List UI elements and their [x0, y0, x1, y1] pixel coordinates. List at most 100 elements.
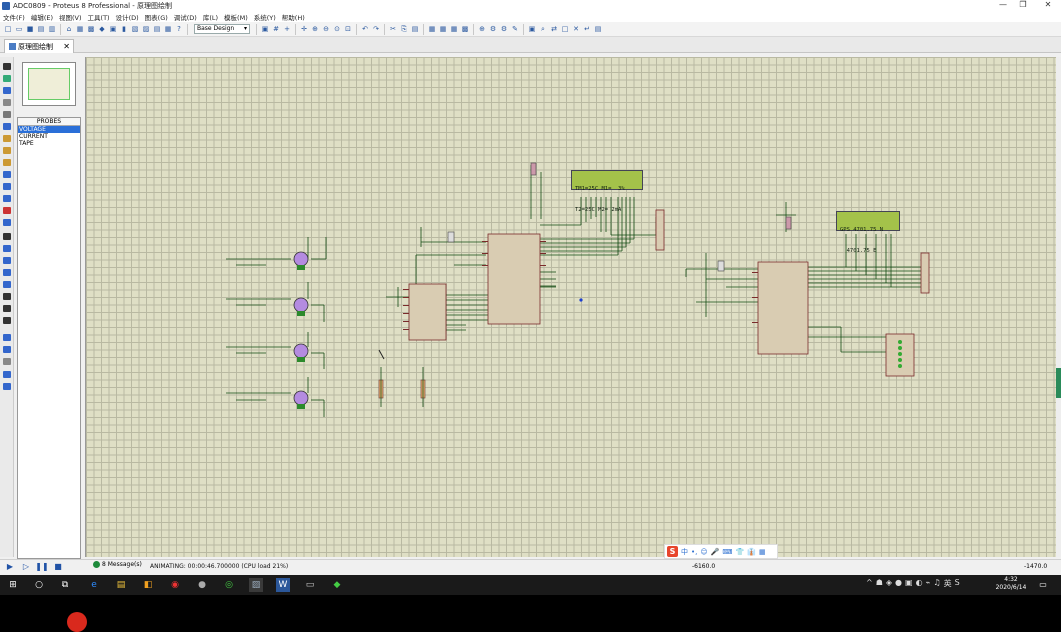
subcircuit-icon[interactable]	[3, 135, 11, 142]
mirror-x-icon[interactable]	[3, 371, 11, 378]
app-icon-3[interactable]: ◧	[143, 580, 153, 590]
pause-button[interactable]: ❚❚	[35, 562, 49, 571]
zoom-area-icon[interactable]: ⊡	[345, 25, 351, 33]
vertical-scrollbar[interactable]	[1056, 57, 1061, 557]
virtual-instruments-icon[interactable]	[3, 219, 11, 226]
circle-2d-icon[interactable]	[3, 257, 11, 264]
arc-2d-icon[interactable]	[3, 269, 11, 276]
copy-icon[interactable]: ⎘	[401, 24, 407, 33]
schematic-icon[interactable]: ▦	[76, 25, 84, 33]
export-icon[interactable]: ▥	[48, 25, 56, 33]
zoom-out-icon[interactable]: ⊖	[323, 25, 329, 33]
menu-system[interactable]: 系统(Y)	[253, 13, 276, 22]
play-button[interactable]: ▶	[6, 562, 14, 571]
block-copy-icon[interactable]: ▦	[428, 25, 436, 33]
cut-icon[interactable]: ✂	[390, 25, 396, 33]
make-device-icon[interactable]: ⚙	[489, 25, 497, 33]
undo-icon[interactable]: ↶	[362, 25, 368, 33]
maximize-button[interactable]: ❐	[1019, 0, 1027, 9]
edge-icon[interactable]: e	[91, 580, 97, 590]
ime-skin-icon[interactable]: 👕	[735, 547, 745, 556]
ime-tools-icon[interactable]: 👔	[747, 547, 756, 556]
file-explorer-icon[interactable]: ▤	[116, 580, 126, 590]
block-move-icon[interactable]: ▦	[439, 25, 447, 33]
device-pins-icon[interactable]	[3, 159, 11, 166]
ime-emoji-icon[interactable]: ☺	[700, 547, 708, 556]
angle-input-icon[interactable]	[3, 358, 11, 365]
mirror-y-icon[interactable]	[3, 383, 11, 390]
notification-icon[interactable]: ▭	[1039, 580, 1047, 589]
menu-help[interactable]: 帮助(H)	[281, 13, 305, 22]
menu-library[interactable]: 库(L)	[202, 13, 219, 22]
stop-button[interactable]: ■	[54, 562, 62, 571]
input-language-icon[interactable]: 英	[943, 579, 952, 588]
step-button[interactable]: ▷	[22, 562, 30, 571]
app-icon-10[interactable]: ◆	[333, 580, 341, 590]
tray-app-icon-5[interactable]: ◐	[915, 578, 923, 587]
path-2d-icon[interactable]	[3, 281, 11, 288]
start-icon[interactable]: ⊞	[9, 580, 17, 590]
voltage-probe-icon[interactable]	[3, 207, 11, 214]
home-icon[interactable]: ⌂	[66, 25, 72, 33]
task-view-icon[interactable]: ⧉	[61, 580, 69, 590]
pcb-icon[interactable]: ▩	[87, 25, 95, 33]
probe-item-tape[interactable]: TAPE	[19, 140, 34, 147]
sogou-ime-icon[interactable]: S	[667, 546, 678, 557]
tape-recorder-icon[interactable]	[3, 183, 11, 190]
menu-design[interactable]: 设计(D)	[115, 13, 139, 22]
block-rotate-icon[interactable]: ▦	[450, 25, 458, 33]
generator-icon[interactable]	[3, 195, 11, 202]
app-icon-9[interactable]: ▭	[305, 580, 315, 590]
ime-lang-toggle[interactable]: 中	[681, 547, 688, 556]
redo-icon[interactable]: ↷	[373, 25, 379, 33]
menu-tools[interactable]: 工具(T)	[87, 13, 110, 22]
search-icon[interactable]: ○	[35, 580, 43, 590]
rotate-clockwise-icon[interactable]	[3, 334, 11, 341]
library-icon[interactable]: ▮	[122, 25, 126, 33]
zoom-in-icon[interactable]: ⊕	[312, 25, 318, 33]
ime-voice-icon[interactable]: 🎤	[710, 547, 720, 556]
tray-expand-icon[interactable]: ^	[866, 578, 873, 587]
pick-device-icon[interactable]: ⊕	[479, 25, 485, 33]
electrical-check-icon[interactable]: ▤	[594, 25, 602, 33]
menu-file[interactable]: 文件(F)	[3, 13, 25, 22]
bom-icon[interactable]: ▧	[131, 25, 139, 33]
tab-close-icon[interactable]: ✕	[63, 42, 70, 51]
schematic-canvas[interactable]: TM1=25C M1= 3% T2=25C M2= 2mA GPS 4701.7…	[85, 57, 1056, 557]
app-icon-6[interactable]: ◎	[225, 580, 233, 590]
line-2d-icon[interactable]	[3, 233, 11, 240]
overview-window[interactable]	[22, 62, 76, 106]
markers-icon[interactable]	[3, 317, 11, 324]
menu-debug[interactable]: 调试(D)	[173, 13, 197, 22]
ime-keyboard-icon[interactable]: ⌨	[722, 547, 733, 556]
proteus-taskbar-icon[interactable]: ▨	[249, 578, 263, 592]
import-icon[interactable]: ▤	[37, 25, 45, 33]
design-select[interactable]: Base Design	[194, 24, 250, 34]
source-icon[interactable]: ▨	[142, 25, 150, 33]
rotate-anticlockwise-icon[interactable]	[3, 346, 11, 353]
terminals-icon[interactable]	[3, 147, 11, 154]
property-assign-icon[interactable]: ⇄	[551, 25, 557, 33]
decompose-icon[interactable]: ✎	[512, 25, 518, 33]
project-icon[interactable]: ▦	[164, 25, 172, 33]
probe-item-voltage[interactable]: VOLTAGE	[18, 126, 80, 133]
zoom-all-icon[interactable]: ⊙	[334, 25, 340, 33]
graph-icon[interactable]	[3, 171, 11, 178]
sogou-tray-icon[interactable]: S	[954, 578, 960, 587]
symbol-2d-icon[interactable]	[3, 305, 11, 312]
3d-view-icon[interactable]: ◆	[99, 25, 105, 33]
wire-autorouter-icon[interactable]: ▣	[528, 25, 536, 33]
network-icon[interactable]: ⌁	[925, 578, 931, 587]
search-tag-icon[interactable]: ⌕	[541, 24, 545, 33]
probe-item-current[interactable]: CURRENT	[19, 133, 48, 140]
message-indicator[interactable]: 8 Message(s)	[93, 561, 142, 568]
volume-icon[interactable]: ♫	[933, 578, 941, 587]
close-window-button[interactable]: ✕	[1044, 0, 1052, 9]
tray-app-icon-2[interactable]: ◈	[885, 578, 893, 587]
junction-dot-icon[interactable]	[3, 87, 11, 94]
block-delete-icon[interactable]: ▩	[461, 25, 469, 33]
scrollbar-thumb[interactable]	[1056, 368, 1061, 398]
help-icon[interactable]: ?	[177, 25, 181, 33]
box-2d-icon[interactable]	[3, 245, 11, 252]
ime-menu-icon[interactable]: ▦	[758, 547, 766, 556]
